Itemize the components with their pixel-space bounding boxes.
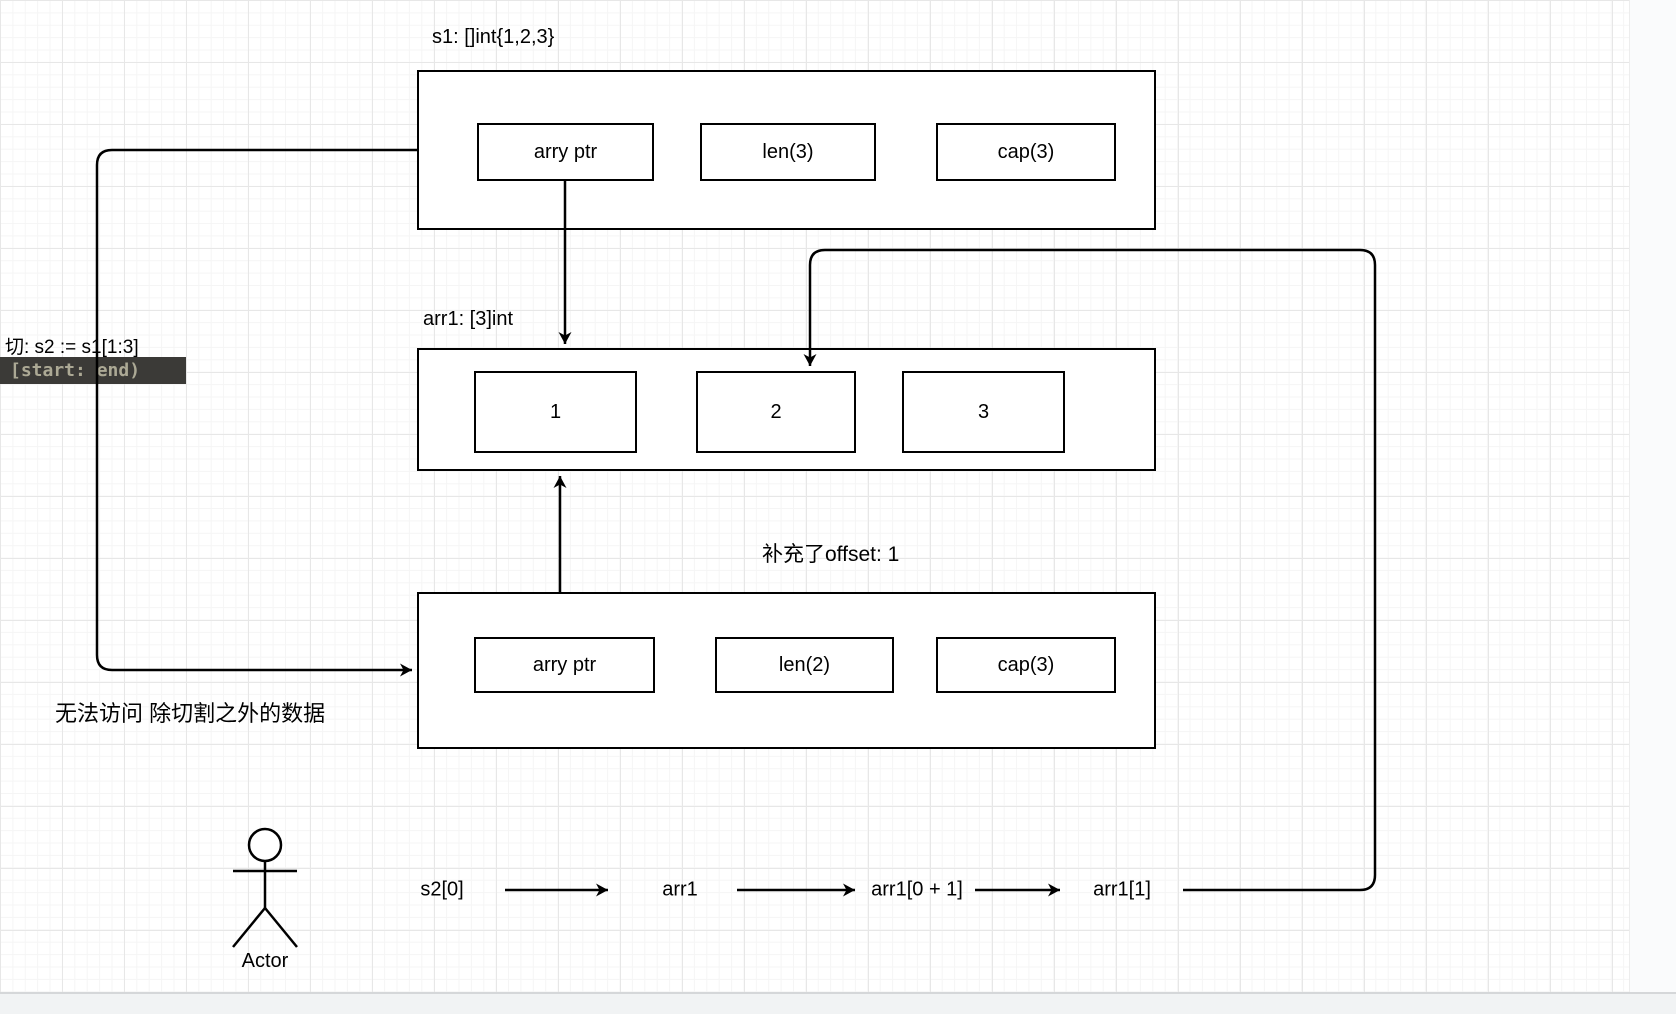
arr1-cell-3[interactable]: 3: [902, 371, 1065, 453]
actor-figure[interactable]: [215, 815, 315, 955]
flow-step-arr1-1[interactable]: arr1[1]: [1093, 878, 1151, 901]
s1-field-arry-ptr[interactable]: arry ptr: [477, 123, 654, 181]
actor-leg-right: [264, 907, 298, 948]
annotation-slice-expr[interactable]: 切: s2 := s1[1:3]: [5, 337, 139, 358]
connector-arr1-1-to-arr1-cell-2[interactable]: [803, 248, 1377, 892]
vertical-scrollbar-track[interactable]: [1629, 0, 1676, 992]
horizontal-scrollbar-track[interactable]: [0, 992, 1676, 1014]
flow-step-arr1[interactable]: arr1: [662, 878, 698, 901]
arr1-cell-2[interactable]: 2: [696, 371, 856, 453]
annotation-interval-code[interactable]: [start: end): [0, 357, 186, 384]
connector-s1-to-s2[interactable]: [95, 148, 417, 677]
arr1-title[interactable]: arr1: [3]int: [423, 308, 514, 330]
s1-title[interactable]: s1: []int{1,2,3}: [432, 26, 555, 48]
s1-field-cap[interactable]: cap(3): [936, 123, 1116, 181]
arr1-cell-1[interactable]: 1: [474, 371, 637, 453]
flow-step-arr1-0-plus-1[interactable]: arr1[0 + 1]: [871, 878, 963, 901]
flow-step-s2-0[interactable]: s2[0]: [420, 878, 464, 901]
s2-field-arry-ptr[interactable]: arry ptr: [474, 637, 655, 693]
s1-field-len[interactable]: len(3): [700, 123, 876, 181]
actor-label[interactable]: Actor: [241, 950, 289, 972]
connector-layer: [95, 148, 1377, 897]
diagram-canvas[interactable]: s1: []int{1,2,3} arry ptr len(3) cap(3) …: [0, 0, 1630, 992]
s2-field-cap[interactable]: cap(3): [936, 637, 1116, 693]
s2-offset-note[interactable]: 补充了offset: 1: [762, 543, 900, 566]
actor-leg-left: [232, 907, 266, 948]
s2-field-len[interactable]: len(2): [715, 637, 894, 693]
annotation-no-access[interactable]: 无法访问 除切割之外的数据: [55, 701, 326, 726]
